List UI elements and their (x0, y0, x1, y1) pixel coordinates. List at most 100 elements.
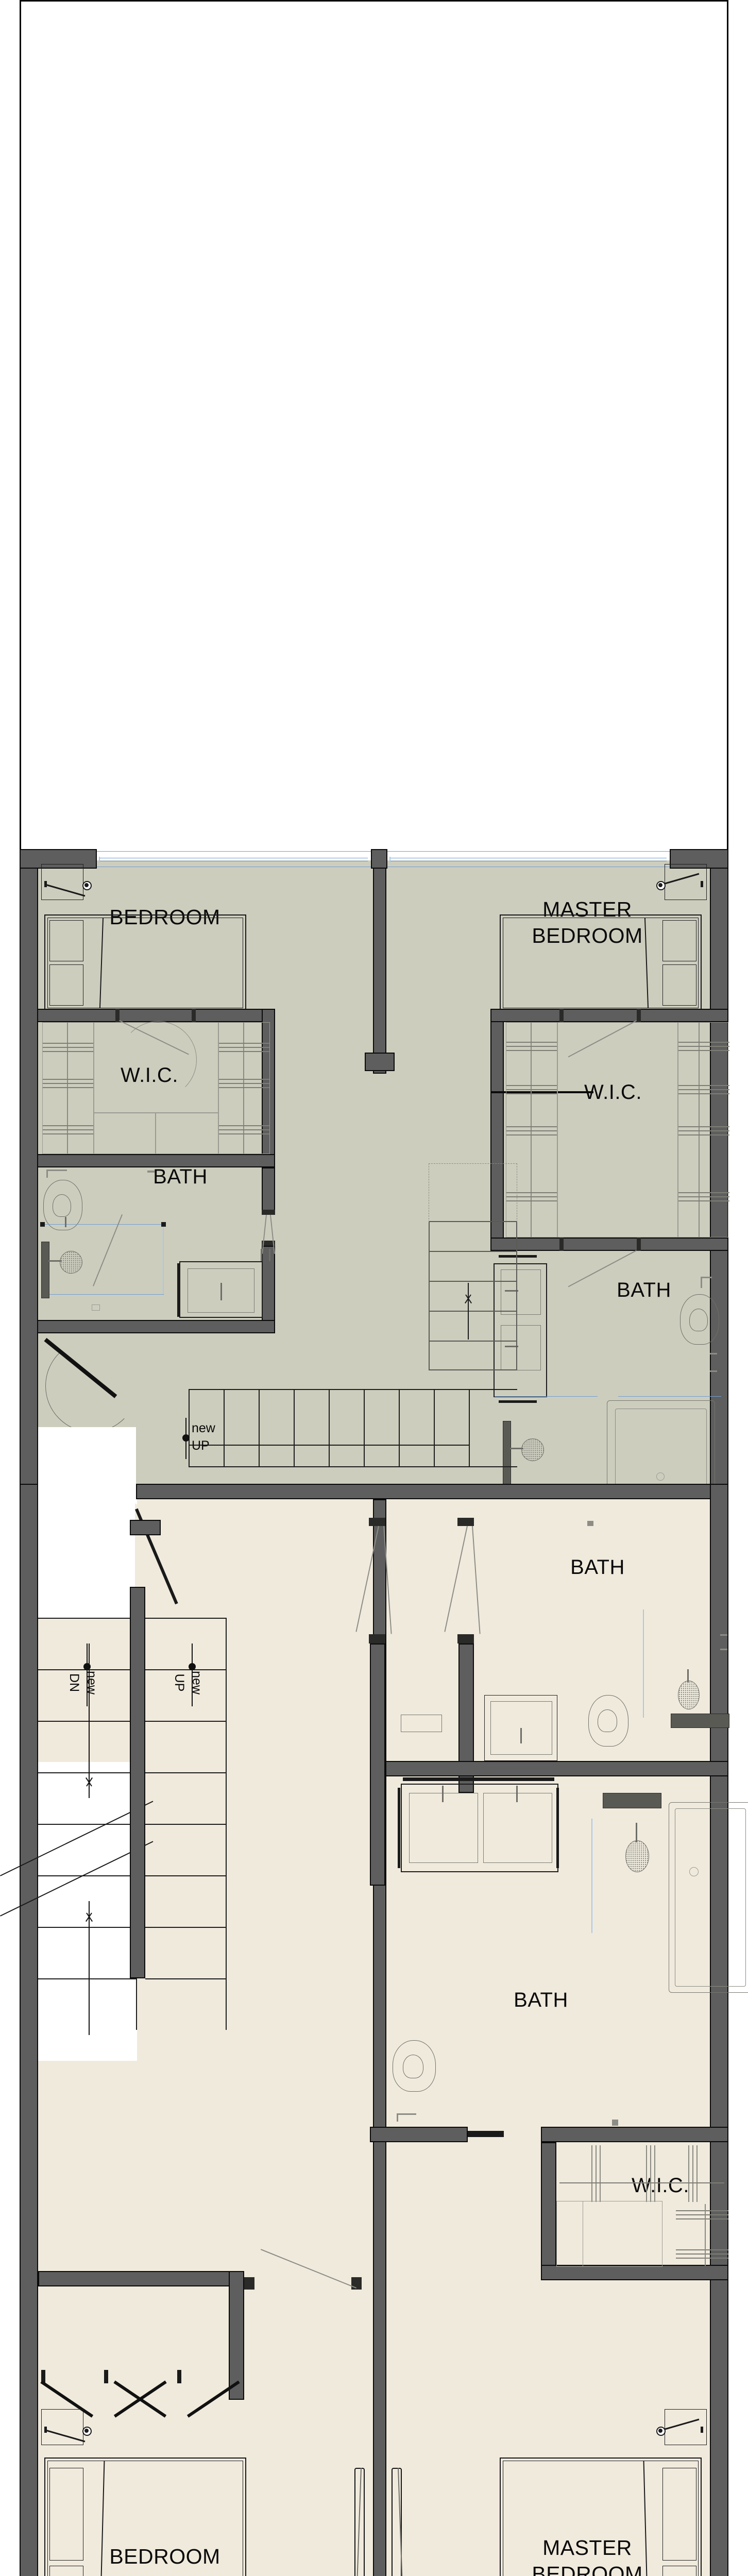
toilet-seat-upper-left (53, 1194, 71, 1217)
stair-void-upper (38, 1427, 136, 1499)
wall-wic-left-top (37, 1009, 275, 1022)
stair-label-new-lower-dn: new (84, 1671, 99, 1694)
door-jamb-bath-upper-left-b (262, 1241, 275, 1246)
wall-cap-lower-mid (468, 2131, 504, 2137)
vanity-cap-upper-right-top (499, 1255, 537, 1258)
master-label-line2: BEDROOM (532, 924, 643, 948)
stair-void-lower-b (38, 1762, 137, 2061)
double-door-leaf-left (354, 2468, 365, 2576)
bed-frame-lower-right (503, 2461, 699, 2576)
pillow-lower-right-b (662, 2566, 696, 2576)
stair-label-up-upper: UP (192, 1438, 210, 1453)
shower-head-upper-left (60, 1251, 82, 1274)
wall-under-lower-mid-bath-b (541, 2127, 728, 2142)
master-label-line1: MASTER (542, 897, 632, 921)
wall-wic-right-top (490, 1009, 728, 1022)
wall-top-right-pier (670, 849, 728, 869)
stair-lower-run-up (145, 1618, 227, 2030)
room-label-bath-upper-right: BATH (617, 1279, 671, 1301)
sink-bowl-upper-right-a (501, 1269, 541, 1315)
room-label-bedroom-lower-left: BEDROOM (109, 2545, 220, 2568)
window-top-left (97, 850, 371, 868)
tub-drain-upper-right (656, 1472, 665, 1481)
door-jamb-bedroom-lower-left-a (244, 2277, 254, 2290)
wall-bath-upper-left-right2 (262, 1246, 275, 1333)
room-label-wic-upper-right: W.I.C. (584, 1081, 642, 1104)
towel-bar-lower-mid-b (397, 2113, 398, 2122)
shower-head-lower-top-bath (678, 1681, 700, 1709)
towel-shelf-lower-top-bath (671, 1714, 729, 1728)
master-label-lower-line1: MASTER (542, 2536, 632, 2560)
wall-center-door-block (365, 1053, 395, 1071)
fixture-mark-upper-left (147, 1171, 155, 1173)
upper-floor-plan: BEDROOM MASTER BEDROOM (20, 849, 729, 1501)
towel-bar-upper-right (701, 1277, 702, 1288)
door-jamb-wic-upper-left-a (115, 1009, 120, 1022)
shower-arm-upper-left (48, 1260, 62, 1262)
toilet-upper-left (43, 1180, 82, 1230)
wall-bedroom-lower-left-right (229, 2271, 244, 2400)
vanity-upper-left (179, 1261, 263, 1318)
toilet-lower-top-bath (588, 1695, 628, 1747)
shower-drain-upper-left (92, 1304, 100, 1311)
faucet-lower-mid-a (442, 1786, 444, 1802)
toilet-seat-lower-mid-bath (403, 2055, 423, 2078)
grab-bar-upper-right-b (710, 1370, 717, 1372)
cabinet-lower-top-bath (484, 1695, 557, 1761)
door-jamb-wic-upper-right-c (559, 1238, 564, 1251)
shower-head-upper-right (521, 1438, 544, 1461)
stair-label-dn-lower: DN (67, 1673, 81, 1692)
cabinet-handle-lower-top-bath (520, 1728, 522, 1743)
closet-rod-wic-upper-right-b (678, 1022, 729, 1238)
room-label-bath-upper-left: BATH (153, 1165, 208, 1188)
room-label-master-bedroom-lower-right: MASTER BEDROOM (510, 2535, 665, 2576)
stair-up-arrow-upper (468, 1283, 469, 1340)
stair-dn-arrow (81, 1643, 97, 1798)
shower-wall-upper-left (41, 1242, 49, 1298)
room-label-wic-lower: W.I.C. (632, 2174, 689, 2197)
ceiling-fan-lower-left-top (41, 2416, 103, 2447)
shower-head-lower-mid (625, 1840, 649, 1872)
wall-top-left-pier (20, 849, 97, 869)
tub-lower-mid (669, 1802, 748, 1993)
door-jamb-wic-upper-right-d (637, 1238, 641, 1251)
toilet-seat-lower-top-bath (598, 1709, 617, 1732)
wall-wic-lower-bottom (541, 2265, 728, 2280)
sink-bowl-upper-left (188, 1268, 254, 1313)
ceiling-fan-upper-right (645, 871, 707, 902)
stair-label-new-upper: new (192, 1421, 215, 1435)
door-jamb-corridor-a (369, 1518, 385, 1526)
door-jamb-bedroom-lower-left-b (351, 2277, 362, 2290)
ceiling-fan-lower-right-top (645, 2416, 707, 2447)
wic-upper-right-floor-outline (557, 1022, 678, 1238)
closet-shelf-wic-upper-left-a (42, 1022, 94, 1154)
sink-bowl-lower-mid-b (483, 1793, 552, 1863)
fixture-mark-lower-top (587, 1521, 593, 1526)
wall-bath-upper-left-bottom (37, 1320, 275, 1333)
wall-corridor-left-lower (370, 1643, 385, 1886)
closet-rod-lower-wic-top (559, 2145, 724, 2202)
grab-bar-lower-top-b (720, 1649, 727, 1650)
faucet-upper-right-b (505, 1346, 518, 1347)
towel-shelf-lower-mid (603, 1793, 661, 1808)
wic-lower-island-b (556, 2201, 583, 2267)
grab-bar-upper-right-a (710, 1353, 717, 1354)
bed-frame-upper-left (47, 918, 243, 1008)
wall-wic-right-bottom-band (490, 1091, 492, 1093)
glass-line-lower-mid (591, 1819, 592, 1933)
faucet-lower-mid-b (516, 1786, 518, 1802)
glass-line-lower-top-bath (643, 1609, 644, 1718)
closet-rod-wic-upper-left-b (218, 1022, 270, 1154)
bed-frame-upper-right (503, 918, 699, 1008)
wic-upper-left-bench-a (94, 1113, 156, 1154)
wall-stair-center-lower-stub (130, 1520, 161, 1535)
pillow-upper-left-a (49, 920, 83, 961)
closet-rod-wic-upper-left-a (42, 1022, 94, 1154)
vanity-cap-upper-right-bottom (499, 1400, 537, 1403)
stair-annotation-lower-dn: new DN (65, 1643, 122, 1710)
wall-wic-left-right (262, 1009, 275, 1179)
tub-basin-lower-mid (675, 1808, 746, 1987)
closet-rod-wic-upper-right-a (506, 1022, 557, 1238)
double-door-leaf-right (392, 2468, 402, 2576)
wall-exterior-left-upper (20, 849, 38, 1501)
